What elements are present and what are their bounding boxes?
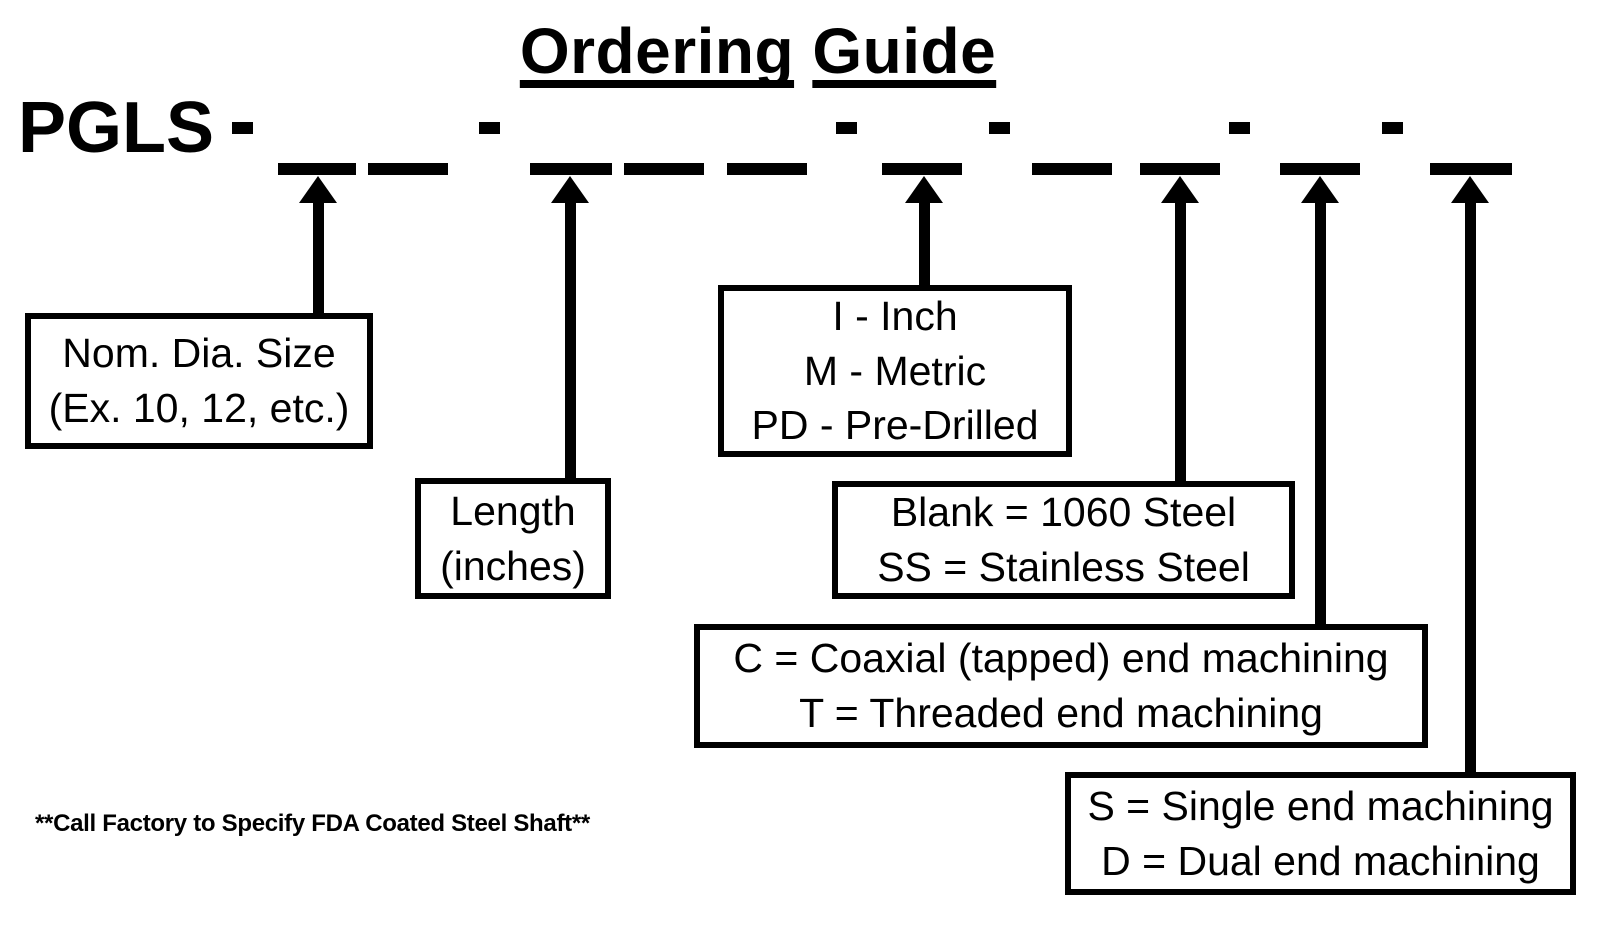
arrow-shaft xyxy=(1464,203,1476,772)
arrowhead xyxy=(1451,176,1489,203)
arrow-up-connector-icon xyxy=(1161,176,1199,481)
callout-line: PD - Pre-Drilled xyxy=(751,402,1039,449)
arrow-shaft xyxy=(312,203,324,313)
callout-line: C = Coaxial (tapped) end machining xyxy=(733,635,1389,682)
arrowhead xyxy=(299,176,337,203)
arrowhead xyxy=(1301,176,1339,203)
arrow-up-connector-icon xyxy=(1451,176,1489,772)
callout-line: Length xyxy=(450,487,576,534)
callout-line: SS = Stainless Steel xyxy=(877,544,1250,590)
part-number-blank xyxy=(882,163,962,175)
callout-end-machining-style: C = Coaxial (tapped) end machining T = T… xyxy=(694,624,1428,748)
part-number-blank xyxy=(624,163,704,175)
part-number-blank xyxy=(1280,163,1360,175)
part-number-blank xyxy=(1430,163,1512,175)
part-number-separator-dash xyxy=(232,122,253,134)
arrow-up-connector-icon xyxy=(1301,176,1339,624)
part-number-blank xyxy=(1140,163,1220,175)
callout-material: Blank = 1060 Steel SS = Stainless Steel xyxy=(832,481,1295,599)
page-title-text: Ordering Guide xyxy=(519,15,997,87)
part-number-separator-dash xyxy=(479,122,500,134)
part-number-blank xyxy=(1032,163,1112,175)
arrow-up-connector-icon xyxy=(905,176,943,285)
arrow-shaft xyxy=(1174,203,1186,481)
callout-line: S = Single end machining xyxy=(1087,782,1554,829)
footnote: **Call Factory to Specify FDA Coated Ste… xyxy=(35,810,590,837)
arrow-up-connector-icon xyxy=(299,176,337,313)
callout-line: (inches) xyxy=(440,542,586,589)
part-number-blank xyxy=(368,163,448,175)
part-number-separator-dash xyxy=(1229,122,1250,134)
arrow-shaft xyxy=(918,203,930,285)
callout-measurement-type: I - Inch M - Metric PD - Pre-Drilled xyxy=(718,285,1072,457)
arrow-shaft xyxy=(1314,203,1326,624)
part-number-separator-dash xyxy=(836,122,857,134)
arrowhead xyxy=(1161,176,1199,203)
callout-line: D = Dual end machining xyxy=(1101,837,1540,884)
callout-line: (Ex. 10, 12, etc.) xyxy=(48,385,350,431)
arrow-shaft xyxy=(564,203,576,478)
page-title: Ordering Guide xyxy=(0,14,1516,88)
part-number-prefix: PGLS xyxy=(18,88,215,168)
arrowhead xyxy=(551,176,589,203)
part-number-blank xyxy=(530,163,612,175)
callout-line: I - Inch xyxy=(832,292,958,339)
callout-line: Blank = 1060 Steel xyxy=(890,489,1237,536)
callout-length: Length (inches) xyxy=(415,478,611,599)
part-number-separator-dash xyxy=(1382,122,1403,134)
part-number-blank xyxy=(727,163,807,175)
callout-line: T = Threaded end machining xyxy=(799,690,1323,736)
callout-nominal-diameter: Nom. Dia. Size (Ex. 10, 12, etc.) xyxy=(25,313,373,449)
callout-end-machining-ends: S = Single end machining D = Dual end ma… xyxy=(1065,772,1576,895)
arrow-up-connector-icon xyxy=(551,176,589,478)
part-number-separator-dash xyxy=(989,122,1010,134)
callout-line: Nom. Dia. Size xyxy=(62,330,336,377)
callout-line: M - Metric xyxy=(803,347,987,394)
part-number-blank xyxy=(278,163,356,175)
arrowhead xyxy=(905,176,943,203)
